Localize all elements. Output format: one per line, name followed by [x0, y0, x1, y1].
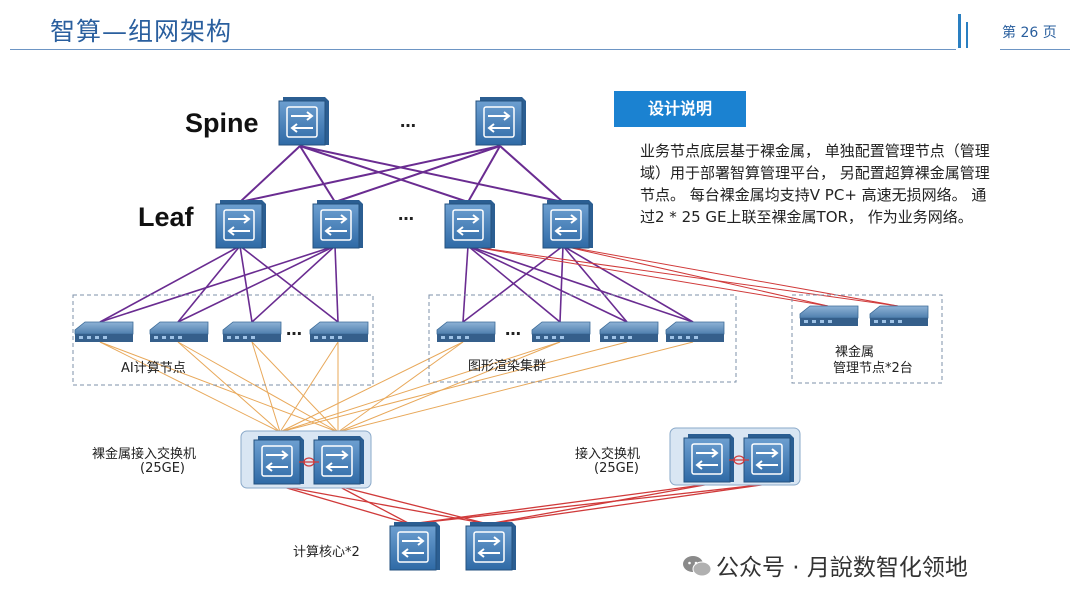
mgmt-server-1	[799, 305, 859, 327]
leaf-switch-3	[444, 199, 496, 249]
render-ellipsis: …	[505, 320, 521, 339]
access-label-1: 接入交换机	[575, 447, 641, 462]
spine-ellipsis: …	[400, 112, 416, 131]
render-server-4	[665, 321, 725, 343]
bm-access-label-1: 裸金属接入交换机	[92, 447, 197, 462]
spine-leaf-links	[239, 145, 564, 203]
header-accent-bar	[958, 14, 961, 48]
bm-access-switch-2	[313, 435, 365, 485]
header-divider-right	[1000, 49, 1070, 50]
wechat-icon	[683, 556, 712, 577]
mgmt-group-label-2: 管理节点*2台	[833, 361, 913, 376]
ai-server-4	[309, 321, 369, 343]
leaf-switch-1	[215, 199, 267, 249]
render-group-label: 图形渲染集群	[468, 359, 547, 374]
page-title: 智算—组网架构	[50, 17, 233, 46]
render-group-box	[428, 294, 737, 383]
ai-server-3	[222, 321, 282, 343]
core-switch-1	[389, 521, 441, 571]
header-divider	[10, 49, 956, 50]
ai-server-1	[74, 321, 134, 343]
render-server-3	[599, 321, 659, 343]
header-accent-bar-thin	[966, 22, 968, 48]
design-note-title: 设计说明	[614, 91, 746, 127]
core-switch-2	[465, 521, 517, 571]
leaf-ellipsis: …	[398, 205, 414, 224]
render-server-1	[436, 321, 496, 343]
leaf-switch-4	[542, 199, 594, 249]
access-core-links	[279, 483, 769, 525]
leaf-switch-2	[312, 199, 364, 249]
access-switch-1	[683, 433, 735, 483]
design-note-body: 业务节点底层基于裸金属， 单独配置管理节点（管理域）用于部署智算管理平台， 另配…	[640, 142, 990, 226]
ai-server-2	[149, 321, 209, 343]
page-number: 第 26 页	[1002, 25, 1057, 41]
watermark-text: 公众号 · 月說数智化领地	[716, 555, 968, 581]
spine-switch-1	[278, 96, 330, 146]
access-label-2: (25GE)	[594, 461, 639, 476]
bm-access-label-2: (25GE)	[140, 461, 185, 476]
ai-ellipsis: …	[286, 320, 302, 339]
core-label: 计算核心*2	[293, 545, 360, 560]
spine-label: Spine	[185, 108, 259, 138]
leaf-server-links	[99, 245, 694, 323]
leaf-label: Leaf	[138, 202, 194, 232]
access-switch-2	[743, 433, 795, 483]
spine-switch-2	[475, 96, 527, 146]
ai-group-label: AI计算节点	[121, 361, 186, 376]
bm-access-switch-1	[253, 435, 305, 485]
mgmt-group-label-1: 裸金属	[835, 345, 875, 360]
ai-group-box	[72, 294, 374, 386]
leaf-mgmt-links	[467, 245, 899, 307]
mgmt-server-2	[869, 305, 929, 327]
render-server-2	[531, 321, 591, 343]
server-access-links	[99, 341, 694, 433]
